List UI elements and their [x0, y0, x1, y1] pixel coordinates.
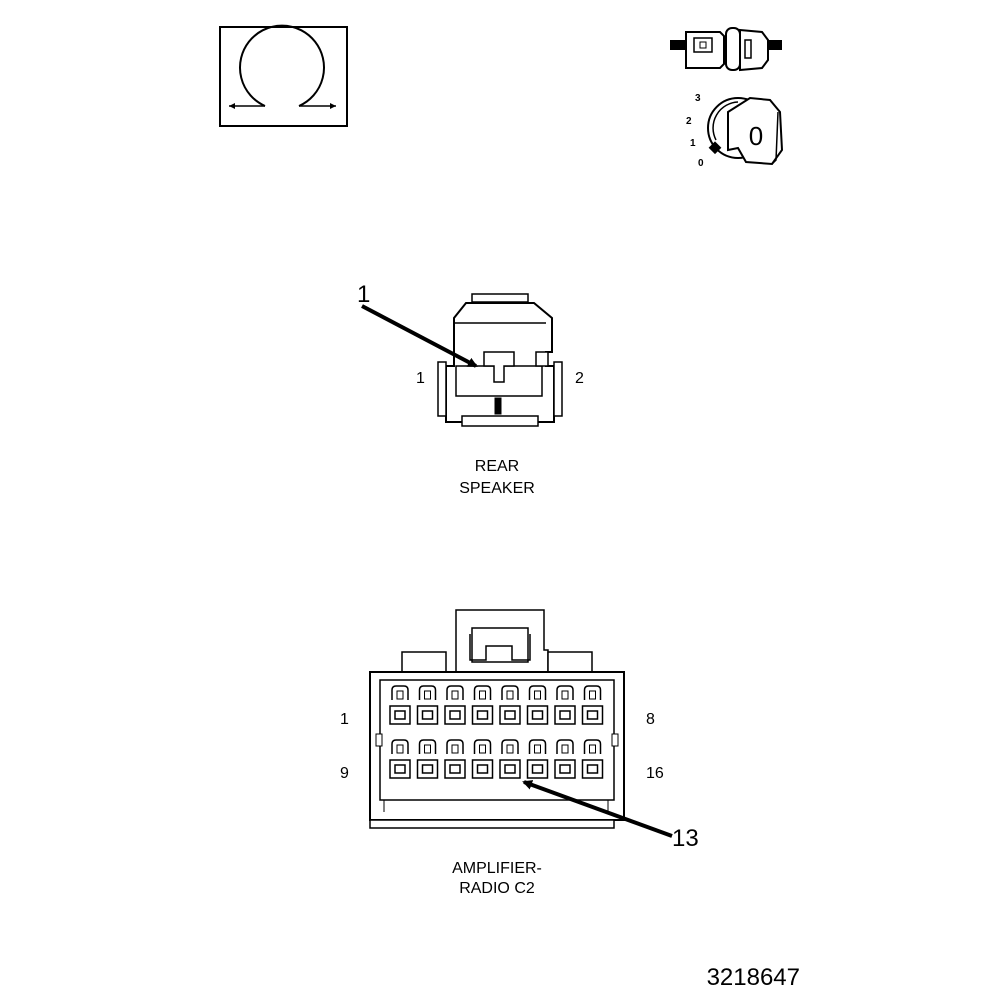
pin-cavity-6 — [526, 685, 549, 725]
pin-cavity-7 — [554, 685, 576, 725]
amplifier-radio-c2-connector — [369, 609, 625, 829]
pin-cavity-4 — [471, 685, 494, 725]
pin-cavity-3 — [444, 685, 466, 725]
amplifier-row1-left-pin-label: 1 — [340, 711, 349, 728]
pin-cavity-12 — [471, 739, 494, 779]
rear-speaker-pin-1-label: 1 — [416, 370, 425, 387]
pin-cavity-5 — [499, 685, 521, 725]
ignition-key-icon — [707, 96, 784, 166]
rear-speaker-caption-line-1: REAR — [475, 458, 519, 475]
amplifier-caption-line-1: AMPLIFIER- — [452, 860, 542, 877]
position-3-label: 3 — [695, 93, 701, 104]
amplifier-row1-right-pin-label: 8 — [646, 711, 655, 728]
amplifier-row2-left-pin-label: 9 — [340, 765, 349, 782]
key-position-label: 0 — [749, 121, 763, 151]
callout-1-leader — [361, 304, 478, 368]
pin-cavity-11 — [444, 739, 466, 779]
amplifier-pin-cavities — [389, 685, 604, 779]
disconnect-connector-icon — [670, 27, 782, 72]
pin-cavity-13 — [499, 739, 521, 779]
pin-cavity-15 — [554, 739, 576, 779]
position-0-label: 0 — [698, 158, 704, 169]
ohm-omega-icon — [219, 24, 348, 127]
pin-cavity-10 — [416, 739, 439, 779]
pin-cavity-9 — [389, 739, 411, 779]
pin-cavity-2 — [416, 685, 439, 725]
pin-cavity-16 — [581, 739, 604, 779]
rear-speaker-caption-line-2: SPEAKER — [459, 480, 535, 497]
callout-13: 13 — [672, 825, 699, 852]
pin-cavity-14 — [526, 739, 549, 779]
callout-13-leader — [522, 780, 673, 838]
rear-speaker-pin-2-label: 2 — [575, 370, 584, 387]
pin-cavity-1 — [389, 685, 411, 725]
amplifier-caption-line-2: RADIO C2 — [459, 880, 535, 897]
figure-number: 3218647 — [707, 964, 800, 991]
rear-speaker-connector — [437, 293, 563, 427]
position-1-label: 1 — [690, 138, 696, 149]
amplifier-row2-right-pin-label: 16 — [646, 765, 664, 782]
pin-cavity-8 — [581, 685, 604, 725]
position-2-label: 2 — [686, 116, 692, 127]
callout-1: 1 — [357, 281, 370, 308]
